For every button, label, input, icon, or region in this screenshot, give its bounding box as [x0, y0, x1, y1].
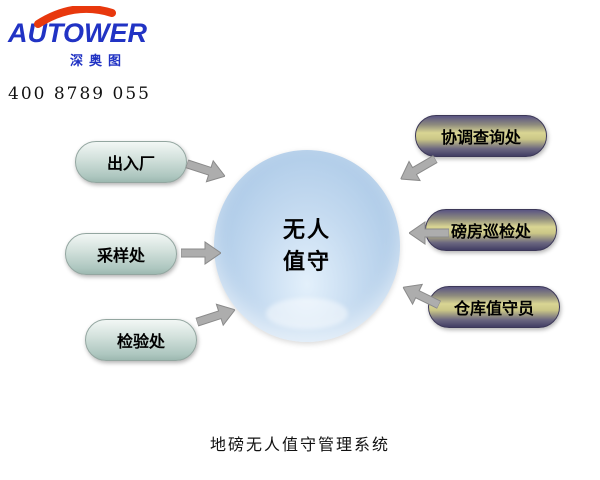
node-entry-exit: 出入厂	[75, 141, 187, 183]
node-warehouse-keeper: 仓库值守员	[428, 286, 560, 328]
logo-subtitle: 深奥图	[70, 53, 128, 68]
autower-logo: AUTOWER 深奥图	[8, 6, 158, 70]
arrow-inspection-to-center-icon	[193, 297, 239, 334]
node-weighbridge-inspection: 磅房巡检处	[425, 209, 557, 251]
center-node-line2: 值守	[282, 249, 331, 274]
arrow-weighbridge-to-center-icon	[409, 220, 449, 246]
node-coordination-query: 协调查询处	[415, 115, 547, 157]
logo-swoosh-icon	[34, 6, 116, 28]
node-weighbridge-inspection-label: 磅房巡检处	[450, 224, 531, 241]
node-sampling: 采样处	[65, 233, 177, 275]
phone-number: 400 8789 055	[8, 84, 151, 104]
center-node-label: 无人 值守	[214, 150, 400, 342]
node-warehouse-keeper-label: 仓库值守员	[453, 301, 534, 318]
center-node: 无人 值守	[214, 150, 400, 342]
node-coordination-query-label: 协调查询处	[440, 130, 521, 147]
arrow-coordination-to-center-icon	[394, 148, 442, 191]
logo-text: AUTOWER	[8, 18, 147, 48]
diagram-caption: 地磅无人值守管理系统	[209, 437, 390, 454]
node-inspection: 检验处	[85, 319, 197, 361]
arrow-entry-to-center-icon	[183, 151, 229, 188]
node-sampling-label: 采样处	[96, 248, 145, 265]
node-entry-exit-label: 出入厂	[106, 156, 155, 173]
center-node-line1: 无人	[282, 217, 331, 243]
node-inspection-label: 检验处	[116, 334, 165, 351]
arrow-sampling-to-center-icon	[181, 240, 221, 266]
arrow-warehouse-to-center-icon	[397, 276, 444, 317]
